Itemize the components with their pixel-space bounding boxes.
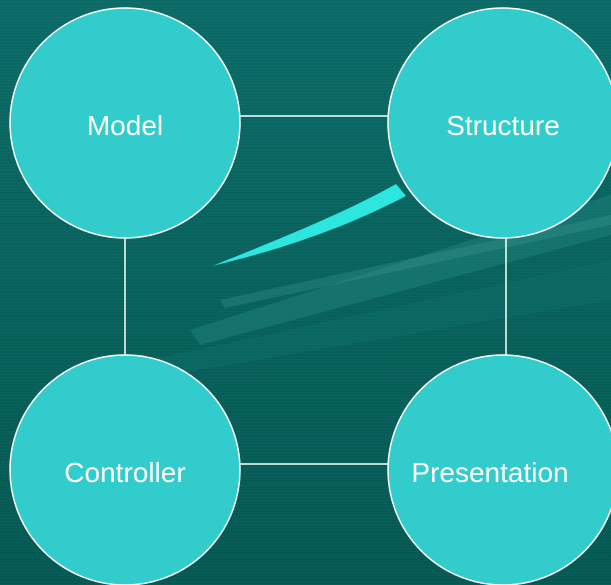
node-controller[interactable]: Controller (9, 354, 241, 585)
node-controller-label: Controller (64, 457, 185, 488)
accent-streak (212, 184, 406, 266)
node-controller-circle (9, 354, 241, 585)
node-structure-label: Structure (446, 110, 560, 141)
node-structure-circle (387, 7, 611, 239)
node-structure[interactable]: Structure (387, 7, 611, 239)
node-model-circle (9, 7, 241, 239)
node-model-label: Model (87, 110, 163, 141)
node-presentation-circle (387, 354, 611, 585)
node-presentation-label: Presentation (411, 457, 568, 488)
node-presentation[interactable]: Presentation (387, 354, 611, 585)
node-model[interactable]: Model (9, 7, 241, 239)
